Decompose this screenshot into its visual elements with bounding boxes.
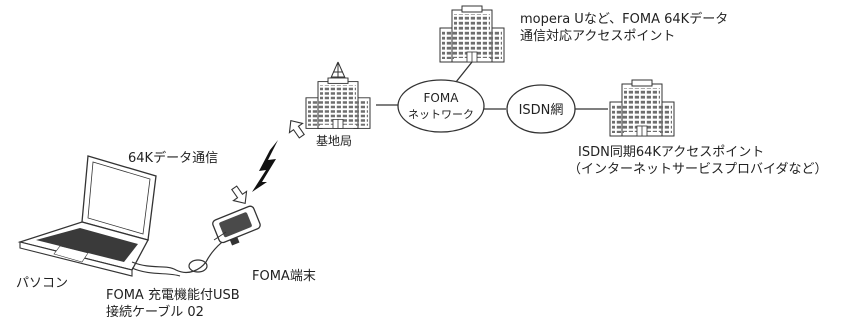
isdn-ap-building-icon: [609, 79, 675, 137]
isdn-network-ellipse: [506, 84, 576, 134]
connector-line: [213, 231, 227, 241]
foma-network-ellipse: [397, 79, 485, 133]
cable-label-2: 接続ケーブル 02: [106, 305, 204, 320]
cable-coil: [188, 259, 208, 273]
hollow-arrow-down-icon: [231, 185, 248, 205]
isdn-ap-label-2: （インターネットサービスプロバイダなど）: [568, 162, 828, 177]
cable-label-1: FOMA 充電機能付USB: [106, 288, 240, 303]
mopera-label-1: mopera Uなど、FOMA 64Kデータ: [520, 12, 729, 27]
hollow-arrow-up-icon: [288, 119, 305, 139]
foma-network-label-2: ネットワーク: [408, 108, 474, 121]
base-station-antenna-icon: [305, 61, 371, 129]
laptop-icon: [17, 155, 157, 277]
pc-label: パソコン: [16, 276, 69, 291]
mopera-label-2: 通信対応アクセスポイント: [520, 29, 676, 44]
data-comm-label: 64Kデータ通信: [128, 151, 219, 166]
foma-terminal-label: FOMA端末: [252, 269, 316, 284]
isdn-ap-label-1: ISDN同期64Kアクセスポイント: [578, 145, 765, 160]
usb-cable-tail: [131, 267, 181, 277]
base-station-label: 基地局: [316, 134, 353, 148]
lightning-bolt-icon: [252, 140, 278, 192]
phone-icon: [212, 205, 261, 246]
mopera-building-icon: [439, 5, 505, 63]
isdn-network-label: ISDN網: [519, 103, 564, 118]
foma-network-label-1: FOMA: [424, 91, 460, 105]
